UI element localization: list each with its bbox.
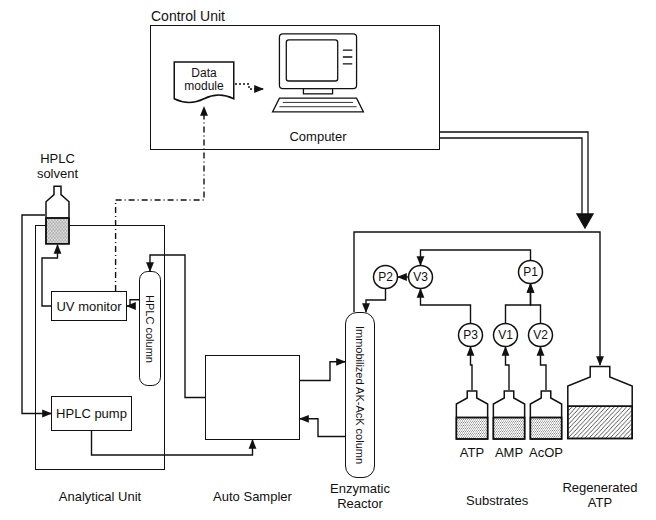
substrate-bottle: AcOP <box>529 390 563 440</box>
substrate-bottle: ATP <box>455 390 489 440</box>
group-label: Substrates <box>466 493 528 508</box>
data-module: Data module <box>173 61 235 107</box>
valve: V3 <box>408 265 433 289</box>
computer: Computer <box>263 33 373 145</box>
flow-line <box>235 84 263 89</box>
computer-drawing <box>263 33 373 129</box>
hplc-pump: HPLC pump <box>51 396 132 431</box>
node-heading: Regenerated ATP <box>555 480 645 510</box>
node-heading: Auto Sampler <box>198 489 308 504</box>
node-text: UV monitor <box>56 299 121 314</box>
node-text: V1 <box>498 328 513 343</box>
flow-line <box>354 232 600 365</box>
bottle-outline <box>45 185 70 245</box>
flow-line <box>506 347 510 390</box>
node-text: HPLC column <box>144 295 156 363</box>
node-heading: ATP <box>452 445 492 460</box>
analytical-unit-box: Analytical UnitUV monitorHPLC pumpHPLC c… <box>35 225 165 470</box>
control-signal-arrow <box>440 132 593 228</box>
flow-line <box>531 284 541 323</box>
node-text: V3 <box>413 270 428 285</box>
enzyme-reactor-column: Immobilized AK-AcK columnEnzymatic React… <box>345 312 375 478</box>
node-heading: Computer <box>289 129 346 144</box>
flow-line <box>116 107 204 291</box>
flow-line <box>300 362 345 381</box>
flow-line <box>541 347 547 390</box>
node-text: V2 <box>533 328 548 343</box>
node-text: P1 <box>523 265 538 280</box>
flow-line <box>506 284 531 323</box>
pump: P1 <box>518 260 543 284</box>
product-bottle: Regenerated ATP <box>565 365 635 440</box>
node-text: P2 <box>378 270 393 285</box>
flow-line <box>421 289 471 323</box>
node-heading: Analytical Unit <box>35 489 165 504</box>
hplc-column: HPLC column <box>139 271 161 386</box>
node-heading: Control Unit <box>151 9 225 24</box>
flow-line <box>421 250 531 265</box>
solvent-bottle: HPLC solvent <box>45 185 70 245</box>
flow-line <box>300 419 345 437</box>
uv-monitor: UV monitor <box>51 291 127 321</box>
pump: P3 <box>458 323 483 347</box>
control-unit-box: Control UnitData moduleComputer <box>150 25 440 150</box>
bottle-outline <box>455 390 489 440</box>
bottle-outline <box>492 390 526 440</box>
bottle-outline <box>529 390 563 440</box>
substrate-bottle: AMP <box>492 390 526 440</box>
flow-line <box>398 276 408 277</box>
node-text: Immobilized AK-AcK column <box>354 326 366 464</box>
node-heading: HPLC solvent <box>28 151 88 181</box>
flow-line <box>22 215 51 414</box>
bottle-outline <box>565 365 635 440</box>
node-text: P3 <box>463 328 478 343</box>
flow-line <box>471 347 473 390</box>
valve: V1 <box>493 323 518 347</box>
node-text: HPLC pump <box>56 406 127 421</box>
auto-sampler: Auto Sampler <box>205 355 300 440</box>
flow-line <box>366 289 386 312</box>
node-heading: AcOP <box>526 445 566 460</box>
pump: P2 <box>373 265 398 289</box>
node-heading: Enzymatic Reactor <box>320 481 400 511</box>
valve: V2 <box>528 323 553 347</box>
node-heading: AMP <box>489 445 529 460</box>
node-text: Data module <box>176 67 232 93</box>
flow-line <box>127 300 139 306</box>
